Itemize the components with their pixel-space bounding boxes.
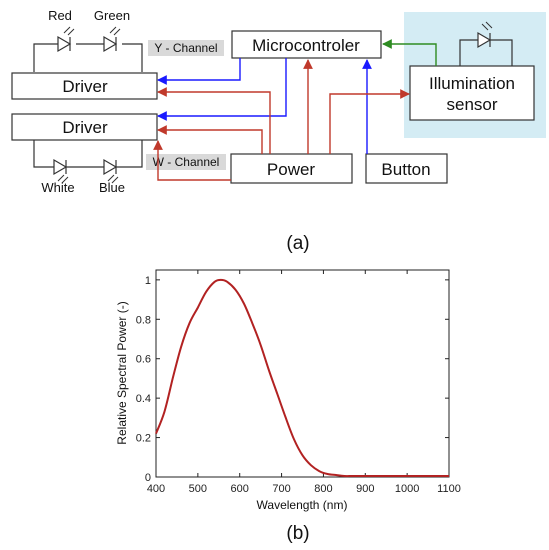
power-box xyxy=(230,153,353,184)
y-tick-label: 0.4 xyxy=(136,393,151,405)
y-axis-ticks: 0 0.2 0.4 0.6 0.8 1 xyxy=(136,275,449,484)
x-tick-label: 1100 xyxy=(437,483,461,495)
photodiode-icon xyxy=(459,21,513,66)
block-diagram: Red Green Driver Driver White Blue Y - C… xyxy=(11,8,546,195)
caption-a: (a) xyxy=(286,233,309,254)
w-channel-label: W - Channel xyxy=(153,155,220,169)
microcontroller-label: Microcontroler xyxy=(252,36,360,55)
x-tick-label: 600 xyxy=(231,483,249,495)
led-label-green: Green xyxy=(94,8,130,23)
y-tick-label: 0.2 xyxy=(136,433,151,445)
led-label-blue: Blue xyxy=(99,180,125,195)
y-tick-label: 1 xyxy=(145,275,151,287)
power-arrows xyxy=(153,59,410,181)
sensor-label-line2: sensor xyxy=(446,95,497,114)
driver-top-label: Driver xyxy=(62,77,108,96)
driver-bottom-label: Driver xyxy=(62,118,108,137)
led-emission-icons-top xyxy=(63,26,121,36)
x-tick-label: 400 xyxy=(147,483,165,495)
driver-bottom-box xyxy=(11,113,158,141)
x-axis-label: Wavelength (nm) xyxy=(257,498,348,512)
control-arrows xyxy=(157,58,372,154)
button-box xyxy=(365,153,448,184)
y-channel-background xyxy=(148,40,224,56)
y-tick-label: 0.8 xyxy=(136,314,151,326)
sensor-arrow xyxy=(382,39,437,66)
spectral-power-line xyxy=(155,278,449,478)
microcontroller-box xyxy=(231,30,382,59)
led-label-red: Red xyxy=(48,8,72,23)
led-string-bottom xyxy=(33,140,143,176)
x-tick-label: 800 xyxy=(314,483,332,495)
button-label: Button xyxy=(381,160,430,179)
y-channel-label: Y - Channel xyxy=(154,41,217,55)
sensor-label-line1: Illumination xyxy=(429,74,515,93)
x-tick-label: 1000 xyxy=(395,483,419,495)
sensor-box xyxy=(409,65,535,121)
x-tick-label: 700 xyxy=(272,483,290,495)
plot-area xyxy=(155,269,450,478)
y-tick-label: 0 xyxy=(145,472,151,484)
led-label-white: White xyxy=(41,180,74,195)
led-string-top xyxy=(33,35,143,72)
spectral-power-chart: 400 500 600 700 800 900 1000 1100 0 0.2 0.4 0.6 0.8… xyxy=(115,269,461,512)
w-channel-background xyxy=(146,154,226,170)
driver-top-box xyxy=(11,72,158,100)
power-label: Power xyxy=(267,160,316,179)
y-axis-label: Relative Spectral Power (-) xyxy=(115,301,129,444)
x-tick-label: 900 xyxy=(356,483,374,495)
caption-b: (b) xyxy=(286,523,309,544)
y-tick-label: 0.6 xyxy=(136,354,151,366)
x-tick-label: 500 xyxy=(189,483,207,495)
led-emission-icons-bottom xyxy=(57,174,119,184)
